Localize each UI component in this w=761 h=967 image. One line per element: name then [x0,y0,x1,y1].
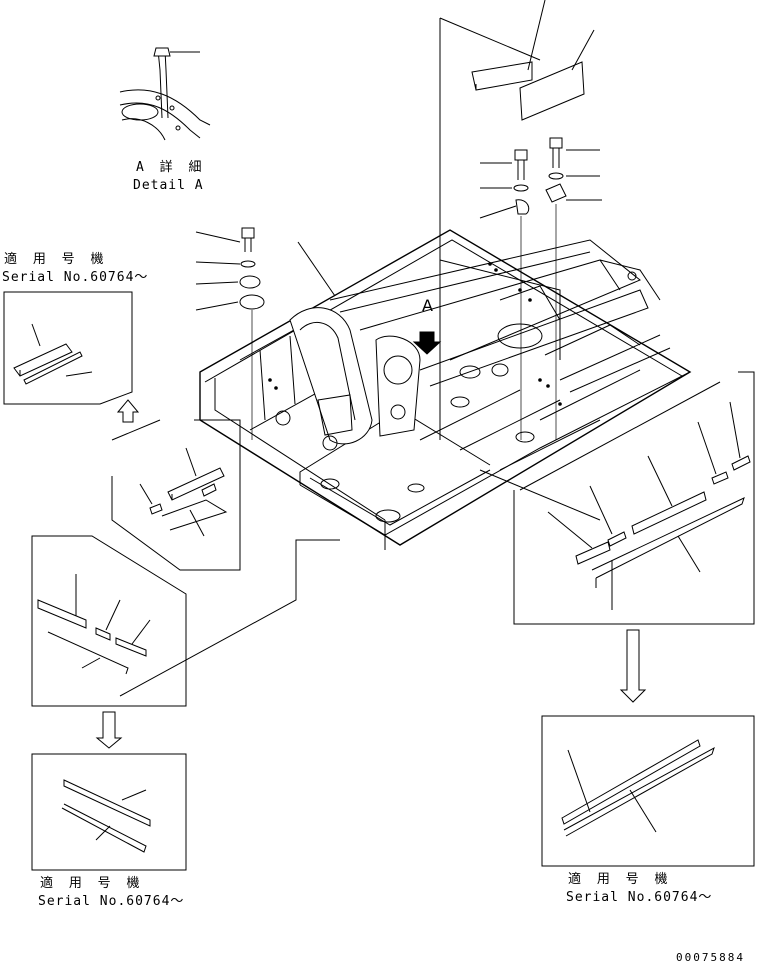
serial-label-bottom-left-jp: 適 用 号 機 [40,876,144,891]
serial-box-bottom-right [541,715,755,867]
detail-box-left [31,535,187,707]
serial-label-bottom-right-jp: 適 用 号 機 [568,872,672,887]
bolts-right [479,137,602,440]
serial-box-top-left [3,291,133,405]
serial-label-bottom-right-en: Serial No.60764～ [566,890,713,905]
connector-lines [119,469,601,697]
detail-box-mid-left [111,419,241,571]
arrow-down-right [619,629,647,703]
document-number: 00075884 [676,951,745,964]
detail-a-view [119,47,211,141]
callout-arrow-a [412,331,442,355]
main-frame [199,229,692,550]
serial-label-top-left-en: Serial No.60764～ [2,270,149,285]
callout-letter-a: A [422,296,433,315]
detail-a-title-en: Detail A [133,178,204,193]
arrow-down-left [95,711,123,749]
serial-box-bottom-left [31,753,187,871]
detail-a-title-jp: A 詳 細 [136,160,206,175]
bolts-left [195,227,265,440]
serial-label-top-left-jp: 適 用 号 機 [4,252,108,267]
serial-label-bottom-left-en: Serial No.60764～ [38,894,185,909]
top-plates [439,0,595,440]
arrow-up [111,399,161,441]
detail-box-right [513,371,755,625]
